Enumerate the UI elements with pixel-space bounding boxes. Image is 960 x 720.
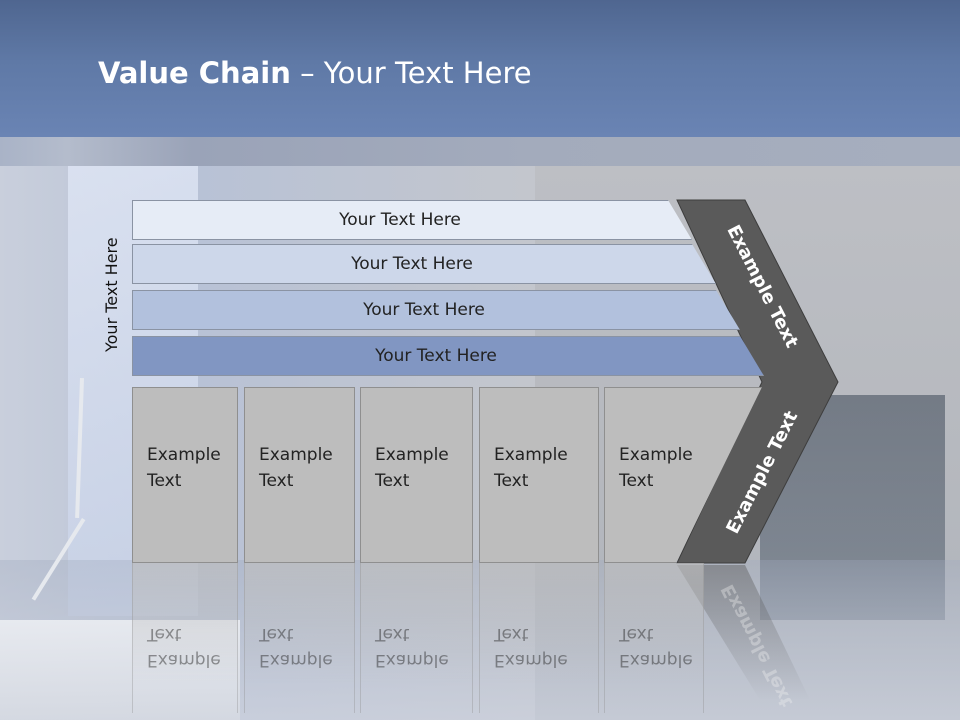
activity-box-5-label: Example Text: [619, 445, 693, 491]
activity-box-1-label: Example Text: [147, 445, 221, 491]
slide-title-rest: – Your Text Here: [290, 56, 532, 90]
primary-bar-2-label: Your Text Here: [351, 254, 473, 274]
activity-box-2: Example Text: [244, 387, 355, 563]
primary-bar-4: Your Text Here: [132, 336, 764, 376]
primary-bar-4-label: Your Text Here: [375, 346, 497, 366]
primary-bar-3: Your Text Here: [132, 290, 740, 330]
reflection-1-label: Example Text: [147, 624, 221, 670]
chevron-reflection: [677, 565, 810, 700]
reflection-3-label: Example Text: [375, 624, 449, 670]
slide-title: Value Chain – Your Text Here: [98, 56, 532, 90]
activity-box-2-label: Example Text: [259, 445, 333, 491]
activity-box-5-reflection: Example Text: [604, 563, 704, 713]
activity-box-1: Example Text: [132, 387, 238, 563]
activity-box-3-label: Example Text: [375, 445, 449, 491]
reflection-5-label: Example Text: [619, 624, 693, 670]
header-band: [0, 137, 960, 166]
activity-box-2-reflection: Example Text: [244, 563, 355, 713]
activity-box-3-reflection: Example Text: [360, 563, 473, 713]
activity-box-4: Example Text: [479, 387, 599, 563]
activity-box-4-reflection: Example Text: [479, 563, 599, 713]
activity-box-4-label: Example Text: [494, 445, 568, 491]
slide-header: Value Chain – Your Text Here: [0, 0, 960, 137]
reflection-4-label: Example Text: [494, 624, 568, 670]
activity-box-3: Example Text: [360, 387, 473, 563]
primary-bar-1-label: Your Text Here: [339, 210, 461, 230]
primary-bar-3-label: Your Text Here: [363, 300, 485, 320]
primary-bar-2: Your Text Here: [132, 244, 716, 284]
slide-title-bold: Value Chain: [98, 56, 291, 90]
primary-bar-1: Your Text Here: [132, 200, 692, 240]
chevron-shape: [676, 199, 839, 564]
reflection-2-label: Example Text: [259, 624, 333, 670]
activity-box-1-reflection: Example Text: [132, 563, 238, 713]
side-label: Your Text Here: [102, 237, 121, 352]
